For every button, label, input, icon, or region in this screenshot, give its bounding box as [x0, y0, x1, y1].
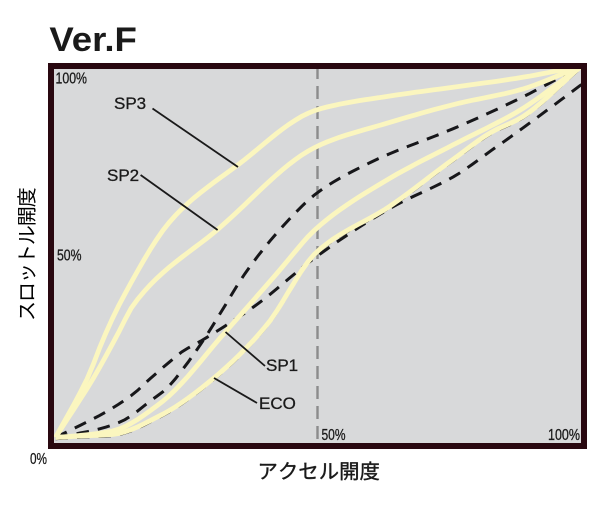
svg-text:Ver.F: Ver.F — [49, 21, 136, 59]
svg-text:50%: 50% — [57, 248, 82, 265]
svg-text:50%: 50% — [322, 427, 346, 444]
svg-text:SP2: SP2 — [107, 166, 139, 185]
svg-text:ECO: ECO — [259, 394, 296, 413]
svg-text:100%: 100% — [548, 427, 580, 444]
svg-text:SP3: SP3 — [114, 94, 146, 113]
svg-text:SP1: SP1 — [266, 356, 298, 375]
svg-text:0%: 0% — [30, 451, 47, 468]
svg-text:100%: 100% — [56, 71, 88, 88]
